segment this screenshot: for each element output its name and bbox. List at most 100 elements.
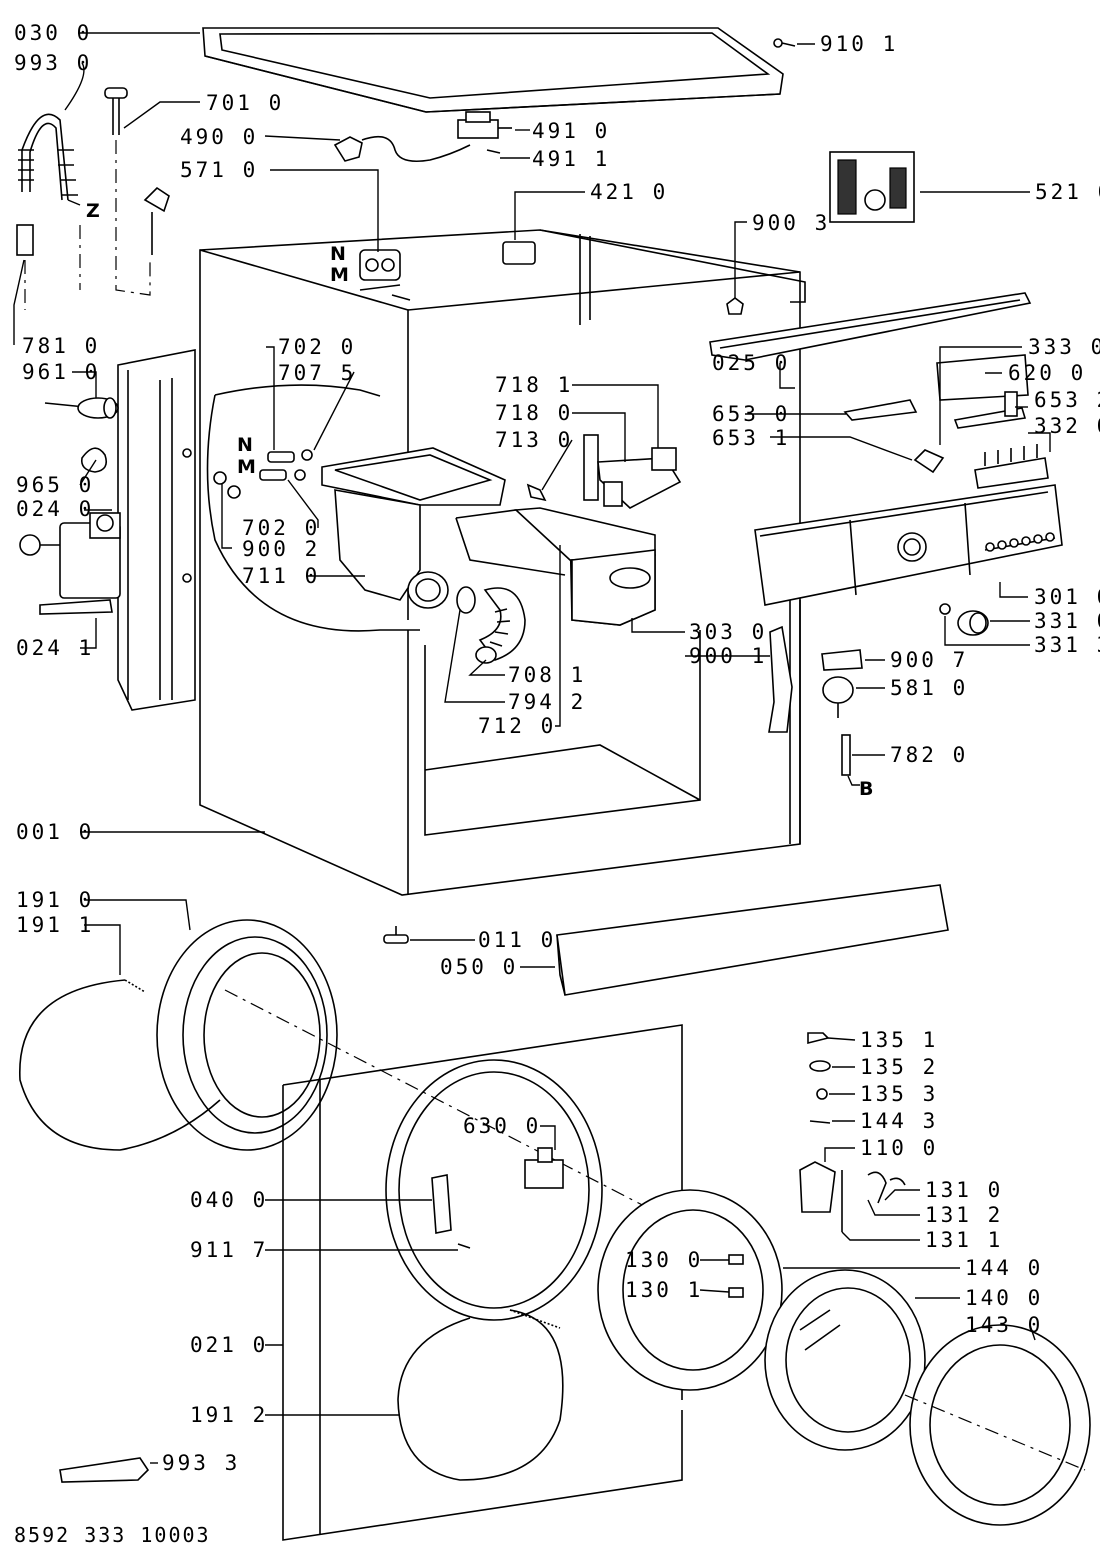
label-620-0: 620 0 <box>1008 361 1086 385</box>
label-030-0: 030 0 <box>14 21 92 45</box>
label-491-1: 491 1 <box>532 147 610 171</box>
part-inlet-hose <box>16 113 81 310</box>
part-knob <box>939 603 989 636</box>
part-door-handle <box>799 1161 906 1232</box>
label-001-0: 001 0 <box>16 820 94 844</box>
label-040-0: 040 0 <box>190 1188 268 1212</box>
label-024-0: 024 0 <box>16 497 94 521</box>
label-910-1: 910 1 <box>820 32 898 56</box>
letter-m-valve: M <box>330 264 349 286</box>
label-712-0: 712 0 <box>478 714 556 738</box>
label-491-0: 491 0 <box>532 119 610 143</box>
label-135-1: 135 1 <box>860 1028 938 1052</box>
label-303-0: 303 0 <box>689 620 767 644</box>
part-clip-713 <box>526 483 547 502</box>
part-door-frame <box>597 1189 783 1391</box>
part-screw-911-7 <box>457 1243 471 1249</box>
part-door-outer-ring <box>904 1324 1091 1526</box>
part-screw-910 <box>773 38 796 48</box>
label-131-0: 131 0 <box>925 1178 1003 1202</box>
part-ring-965 <box>80 447 108 473</box>
part-control-module <box>829 151 915 223</box>
label-708-1: 708 1 <box>508 663 586 687</box>
label-961-0: 961 0 <box>22 360 100 384</box>
part-foot <box>383 926 409 944</box>
part-door-lock <box>524 1147 564 1189</box>
label-702-0-bottom: 702 0 <box>242 516 320 540</box>
label-718-0: 718 0 <box>495 401 573 425</box>
part-top-rail <box>709 292 1032 361</box>
part-rod-782 <box>841 734 851 776</box>
label-144-3: 144 3 <box>860 1109 938 1133</box>
part-clip-900-3 <box>726 297 744 315</box>
part-labels: 030 0 993 0 701 0 490 0 491 0 491 1 571 … <box>14 21 1100 1475</box>
part-control-panel-front <box>754 484 1063 606</box>
part-interference-filter <box>457 111 512 154</box>
label-135-3: 135 3 <box>860 1082 938 1106</box>
part-small-hoses <box>213 449 313 499</box>
part-961 <box>44 397 119 419</box>
label-794-2: 794 2 <box>508 690 586 714</box>
letter-labels: Z N M N M B <box>86 200 873 800</box>
label-130-1: 130 1 <box>625 1278 703 1302</box>
part-front-panel <box>224 989 721 1541</box>
label-702-0-top: 702 0 <box>278 335 356 359</box>
label-331-3: 331 3 <box>1034 633 1100 657</box>
label-900-3: 900 3 <box>752 211 830 235</box>
letter-n-hose: N <box>237 434 253 456</box>
label-571-0: 571 0 <box>180 158 258 182</box>
part-drain-pump <box>19 512 121 615</box>
part-cabinet <box>199 229 806 896</box>
label-191-0: 191 0 <box>16 888 94 912</box>
part-pressure-switch <box>821 649 863 718</box>
label-993-3: 993 3 <box>162 1451 240 1475</box>
label-711-0: 711 0 <box>242 564 320 588</box>
label-131-2: 131 2 <box>925 1203 1003 1227</box>
label-143-0: 143 0 <box>965 1313 1043 1337</box>
label-707-5: 707 5 <box>278 361 356 385</box>
part-tool <box>59 1457 150 1483</box>
part-small-screws <box>807 1032 831 1124</box>
label-993-0: 993 0 <box>14 51 92 75</box>
leader-lines <box>13 32 1051 1464</box>
part-bellows-hose <box>456 586 526 664</box>
label-782-0: 782 0 <box>890 743 968 767</box>
part-lever-900-1 <box>768 625 793 733</box>
part-rear-panel <box>117 349 196 711</box>
part-clamp-wires <box>19 979 564 1481</box>
part-power-cord <box>333 135 471 163</box>
part-solenoid-valve <box>359 249 411 301</box>
label-900-2: 900 2 <box>242 537 320 561</box>
label-653-1: 653 1 <box>712 426 790 450</box>
label-333-0: 333 0 <box>1028 335 1100 359</box>
part-detergent-drawer <box>455 507 656 626</box>
label-021-0: 021 0 <box>190 1333 268 1357</box>
label-701-0: 701 0 <box>206 91 284 115</box>
part-pipe-701 <box>104 87 170 296</box>
label-713-0: 713 0 <box>495 428 573 452</box>
part-detergent-housing <box>321 447 506 609</box>
part-door-glass <box>764 1269 926 1451</box>
part-hinge <box>431 1174 452 1234</box>
label-025-0: 025 0 <box>712 351 790 375</box>
label-781-0: 781 0 <box>22 334 100 358</box>
label-050-0: 050 0 <box>440 955 518 979</box>
label-024-1: 024 1 <box>16 636 94 660</box>
letter-m-hose: M <box>237 456 256 478</box>
label-301-0: 301 0 <box>1034 585 1100 609</box>
label-718-1: 718 1 <box>495 373 573 397</box>
letter-n-valve: N <box>330 243 346 265</box>
part-siphon-718 <box>583 434 682 509</box>
letter-z: Z <box>86 200 100 222</box>
label-191-2: 191 2 <box>190 1403 268 1427</box>
part-kickplate <box>556 884 949 996</box>
label-653-2: 653 2 <box>1034 388 1100 412</box>
part-door-seal <box>156 919 338 1151</box>
label-581-0: 581 0 <box>890 676 968 700</box>
label-900-7: 900 7 <box>890 648 968 672</box>
label-965-0: 965 0 <box>16 473 94 497</box>
letter-b: B <box>859 778 873 800</box>
part-top-lid <box>202 27 784 113</box>
label-900-1: 900 1 <box>689 644 767 668</box>
